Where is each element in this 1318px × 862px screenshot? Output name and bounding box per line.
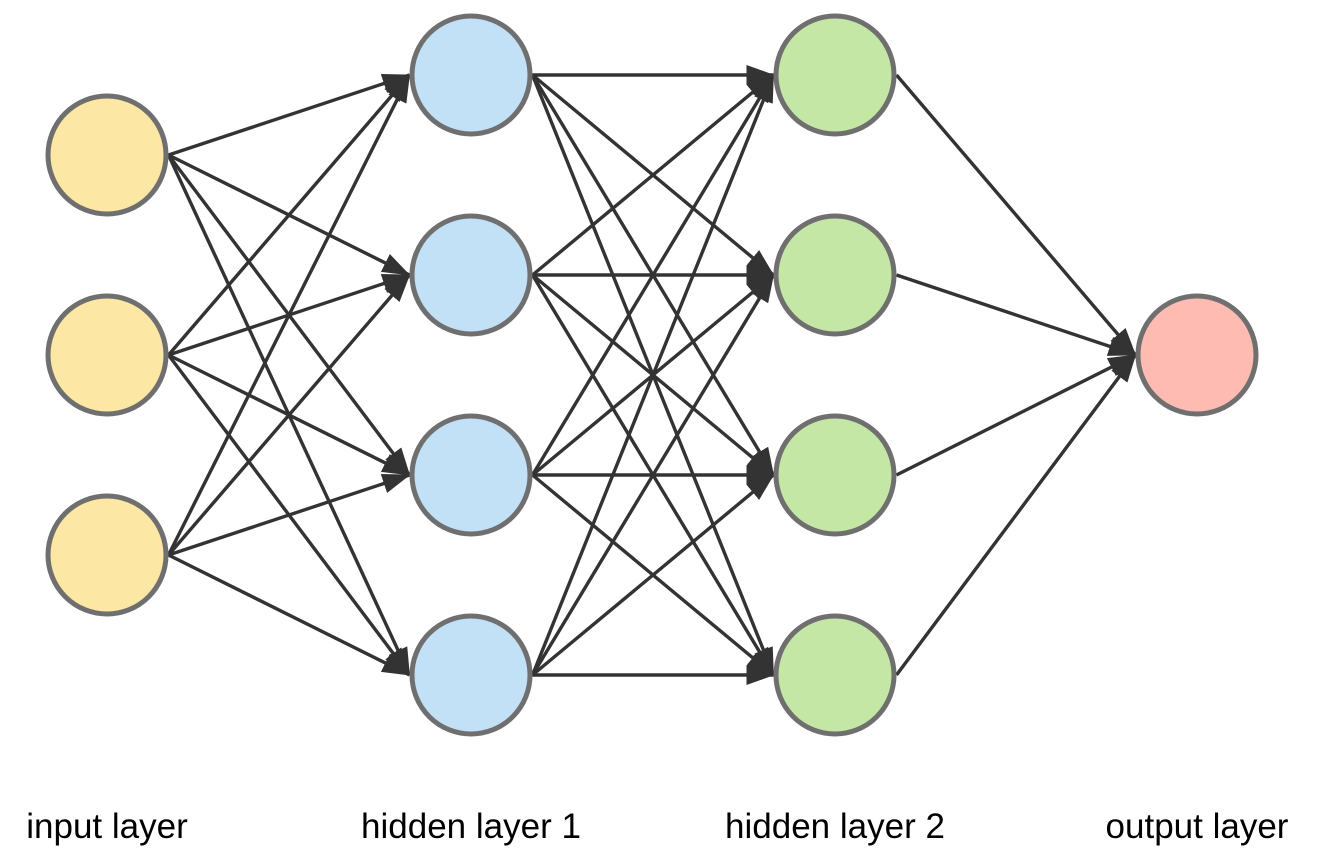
input-layer-node-3 <box>45 493 169 617</box>
edge-hidden-layer-1-to-hidden-layer-2 <box>531 274 775 676</box>
hidden-layer-2-node-4 <box>773 613 897 737</box>
edges-group <box>166 65 1137 685</box>
input-layer-node-2 <box>45 293 169 417</box>
edge-input-layer-to-hidden-layer-1 <box>167 73 411 357</box>
hidden-layer-1-node-1 <box>409 13 533 137</box>
hidden-layer-1-node-4 <box>409 613 533 737</box>
edge-input-layer-to-hidden-layer-1 <box>166 74 412 556</box>
hidden-layer-2-node-1 <box>773 13 897 137</box>
edge-input-layer-to-hidden-layer-1 <box>167 273 411 557</box>
edge-hidden-layer-2-to-output-layer <box>895 353 1137 477</box>
label-hidden-layer-2: hidden layer 2 <box>725 807 945 846</box>
edge-hidden-layer-2-to-output-layer <box>895 353 1137 677</box>
edge-hidden-layer-1-to-hidden-layer-2 <box>530 74 776 676</box>
edge-input-layer-to-hidden-layer-1 <box>167 73 411 157</box>
label-input-layer: input layer <box>26 807 188 846</box>
output-layer-node-1 <box>1135 293 1259 417</box>
labels-group: input layer hidden layer 1 hidden layer … <box>26 807 1289 846</box>
edge-hidden-layer-1-to-hidden-layer-2 <box>531 473 775 677</box>
input-layer-node-1 <box>45 93 169 217</box>
nodes-group <box>45 13 1259 737</box>
hidden-layer-2-node-3 <box>773 413 897 537</box>
edge-hidden-layer-1-to-hidden-layer-2 <box>531 73 775 277</box>
label-output-layer: output layer <box>1106 807 1289 846</box>
label-hidden-layer-1: hidden layer 1 <box>361 807 581 846</box>
edge-hidden-layer-1-to-hidden-layer-2 <box>531 74 775 476</box>
hidden-layer-1-node-3 <box>409 413 533 537</box>
edge-hidden-layer-2-to-output-layer <box>895 273 1137 357</box>
edge-hidden-layer-2-to-output-layer <box>895 73 1137 357</box>
hidden-layer-2-node-2 <box>773 213 897 337</box>
edge-input-layer-to-hidden-layer-1 <box>167 553 411 677</box>
hidden-layer-1-node-2 <box>409 213 533 337</box>
edge-input-layer-to-hidden-layer-1 <box>167 473 411 557</box>
